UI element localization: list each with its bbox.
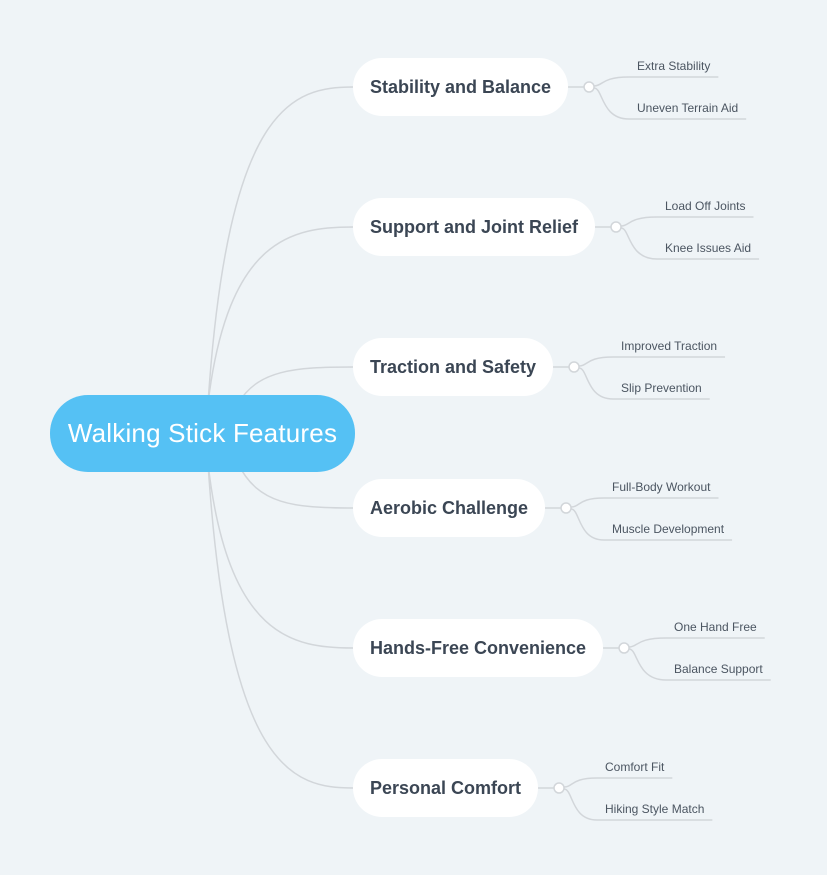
junction-circle — [610, 221, 622, 233]
branch-connector — [237, 463, 354, 509]
leaf-underline — [563, 788, 713, 821]
leaf-node-balance-support[interactable]: Balance Support — [674, 662, 763, 676]
leaf-underline — [620, 216, 754, 227]
leaf-underline — [563, 777, 673, 788]
junction-circle — [568, 361, 580, 373]
leaf-underline — [593, 87, 747, 120]
branch-node-personal-comfort[interactable]: Personal Comfort — [353, 759, 539, 817]
leaf-node-knee-issues-aid[interactable]: Knee Issues Aid — [665, 241, 752, 255]
leaf-node-extra-stability[interactable]: Extra Stability — [637, 59, 711, 73]
leaf-underline — [578, 367, 710, 400]
leaf-underline — [570, 497, 719, 508]
leaf-underline — [570, 508, 733, 541]
leaf-node-load-off-joints[interactable]: Load Off Joints — [665, 199, 746, 213]
leaf-node-slip-prevention[interactable]: Slip Prevention — [621, 381, 702, 395]
junction-circle — [553, 782, 565, 794]
leaf-node-comfort-fit[interactable]: Comfort Fit — [605, 760, 665, 774]
leaf-underline — [620, 227, 760, 260]
junction-circle — [560, 502, 572, 514]
branch-connector — [207, 463, 354, 789]
branch-connector — [207, 463, 354, 649]
branch-node-traction-and-safety[interactable]: Traction and Safety — [353, 338, 554, 396]
branch-node-aerobic-challenge[interactable]: Aerobic Challenge — [353, 479, 546, 537]
branch-connector — [237, 366, 354, 404]
leaf-underline — [628, 648, 771, 681]
branch-connector — [207, 226, 354, 404]
leaf-underline — [593, 76, 719, 87]
leaf-underline — [578, 356, 726, 367]
leaf-underline — [628, 637, 765, 648]
leaf-node-improved-traction[interactable]: Improved Traction — [621, 339, 718, 353]
junction-circle — [618, 642, 630, 654]
leaf-node-muscle-development[interactable]: Muscle Development — [612, 522, 725, 536]
junction-circle — [583, 81, 595, 93]
branch-connector — [207, 86, 354, 404]
branch-node-support-and-joint-relief[interactable]: Support and Joint Relief — [353, 198, 596, 256]
leaf-node-one-hand-free[interactable]: One Hand Free — [674, 620, 757, 634]
leaf-node-hiking-style-match[interactable]: Hiking Style Match — [605, 802, 705, 816]
leaf-node-full-body-workout[interactable]: Full-Body Workout — [612, 480, 711, 494]
branch-node-stability-and-balance[interactable]: Stability and Balance — [353, 58, 569, 116]
branch-node-hands-free-convenience[interactable]: Hands-Free Convenience — [353, 619, 604, 677]
root-node[interactable]: Walking Stick Features — [50, 395, 355, 472]
leaf-node-uneven-terrain-aid[interactable]: Uneven Terrain Aid — [637, 101, 739, 115]
